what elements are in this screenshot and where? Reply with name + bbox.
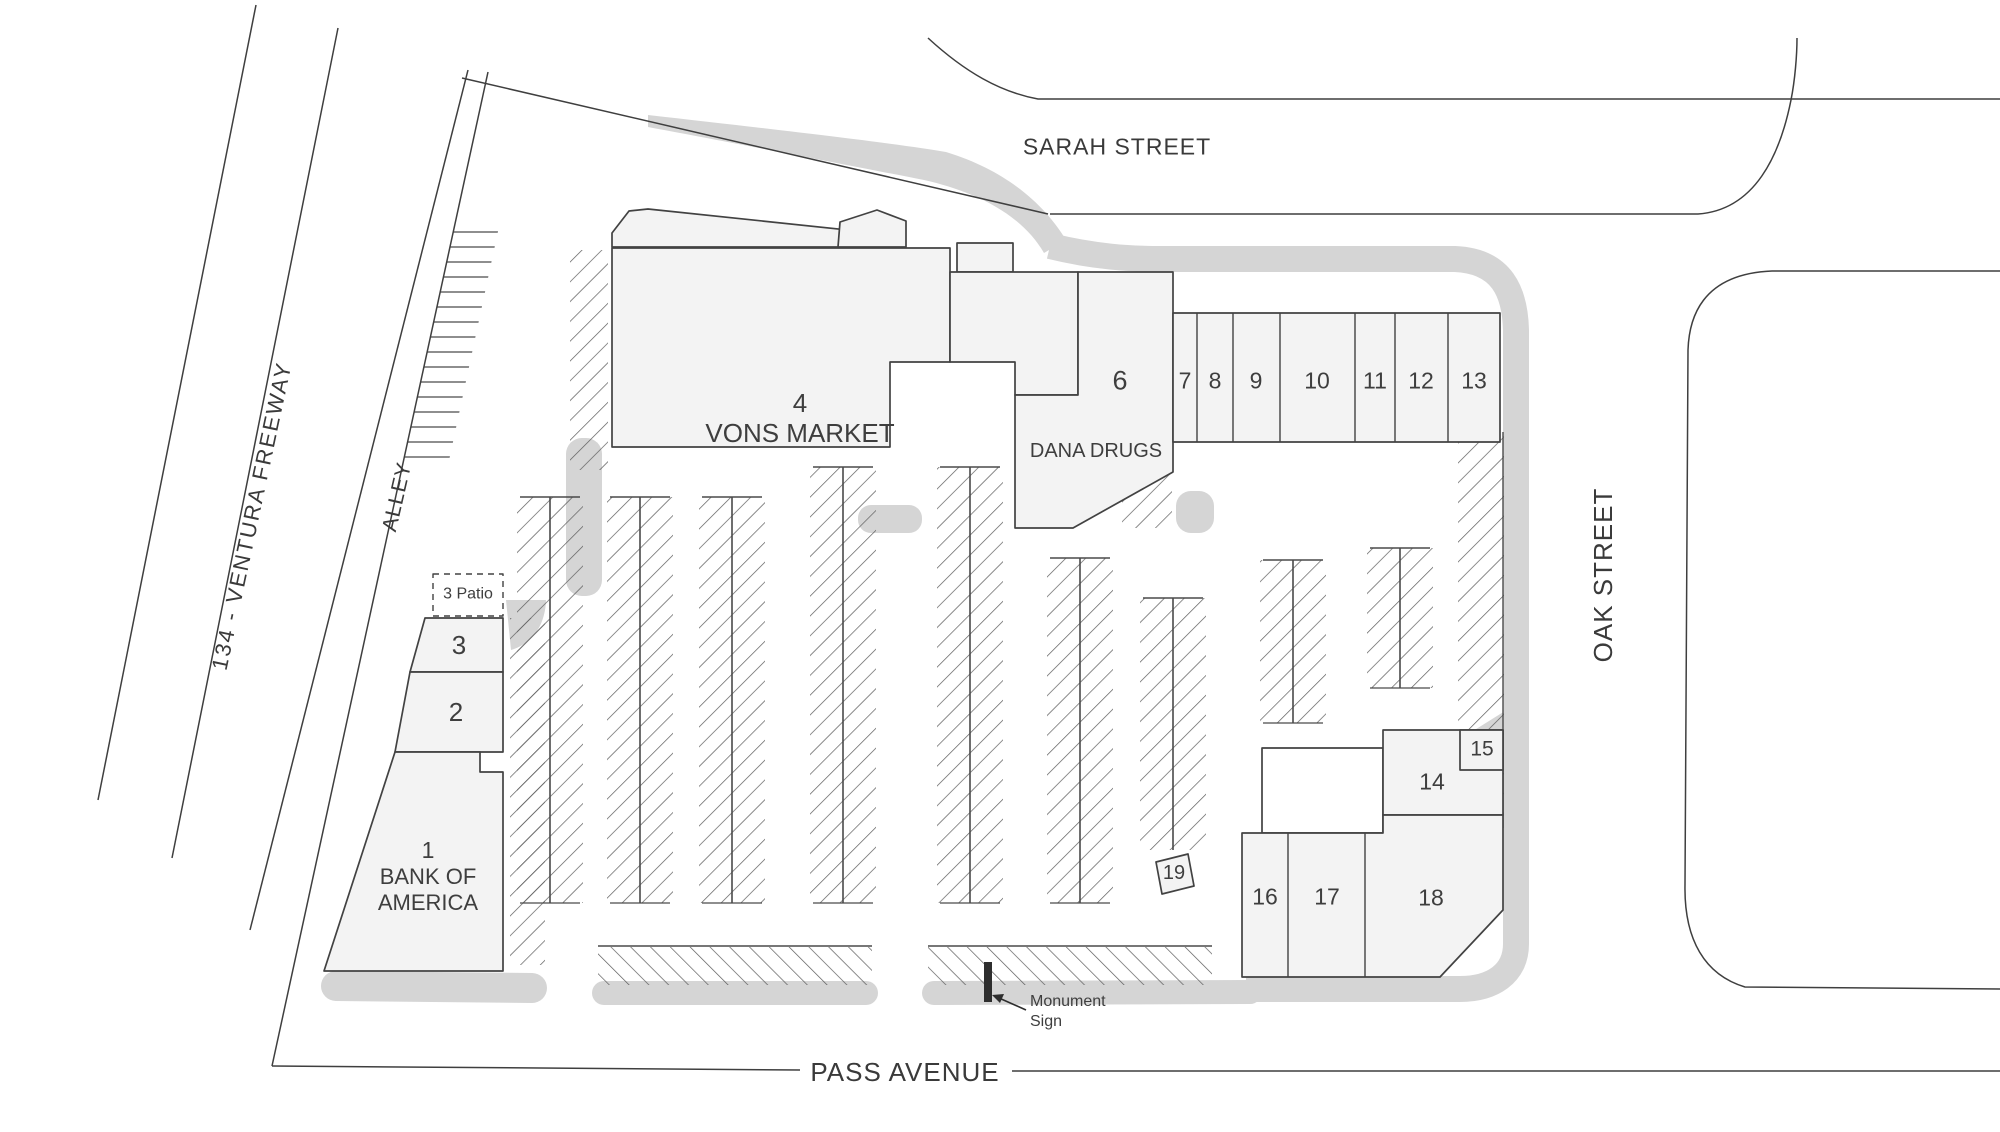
unit9-label: 9 (1249, 367, 1263, 394)
patio-label: 3 Patio (443, 585, 493, 603)
parking-row (937, 466, 1003, 904)
pass-avenue-line-west (271, 1065, 801, 1071)
vons-number: 4 (792, 387, 808, 418)
bank-of-america-label: 1 BANK OF AMERICA (378, 838, 478, 914)
parking-rows (517, 466, 1433, 904)
unit18-label: 18 (1418, 884, 1444, 911)
freeway-line-east (171, 27, 339, 859)
monument-arrow-line (998, 997, 1027, 1011)
bank-name-line2: AMERICA (377, 889, 479, 915)
kiosk19-building (1155, 853, 1195, 895)
parking-row (1140, 597, 1206, 850)
lot-north-boundary (461, 77, 1049, 215)
parking-row (810, 466, 876, 904)
unit8-label: 8 (1208, 367, 1222, 394)
shop-dividers (1196, 313, 1449, 442)
unit3-label: 3 (451, 629, 467, 660)
vons-building (611, 247, 951, 448)
unit13-label: 13 (1461, 367, 1487, 394)
unit15-building (1459, 729, 1504, 771)
oak-street-label: OAK STREET (1587, 487, 1618, 663)
monument-note-line2: Sign (1030, 1013, 1063, 1030)
parking-row (517, 496, 583, 904)
vons-market-label: 4 VONS MARKET (705, 389, 894, 447)
vons-connector (949, 271, 1079, 396)
bank-of-america-building (323, 751, 504, 972)
vons-dock-hatch (570, 250, 608, 470)
unit2-label: 2 (448, 696, 464, 727)
patio-outline (432, 573, 504, 617)
unit2-building (394, 671, 504, 753)
unit10-label: 10 (1304, 367, 1330, 394)
oak-frontage-band (1046, 233, 1529, 1002)
pass-curb-bank (321, 971, 547, 1003)
vons-roof-box (956, 242, 1014, 273)
parking-row (1367, 547, 1433, 689)
pass-avenue-label: PASS AVENUE (810, 1056, 1000, 1087)
alley-line-west (249, 69, 469, 931)
sarah-south-edge (1050, 37, 1798, 215)
buildings (323, 208, 1504, 978)
alley-tick-strip (402, 222, 500, 470)
sarah-shaded-wedge (648, 115, 1066, 253)
bank-number: 1 (421, 836, 435, 863)
pass-walk-hatch-west (598, 947, 872, 985)
vons-parapet-right (837, 209, 907, 248)
monument-sign-note: Monument Sign (1030, 992, 1106, 1032)
parking-row (607, 496, 673, 904)
dana-drugs-building (1014, 271, 1174, 529)
unit17-label: 17 (1314, 883, 1340, 910)
east-unlabeled-building (1261, 747, 1384, 834)
parking-row (699, 496, 765, 904)
monument-note-line1: Monument (1030, 993, 1106, 1010)
unit11-label: 11 (1363, 367, 1387, 394)
vons-name: VONS MARKET (705, 418, 895, 448)
shops-strip-7-13 (1172, 312, 1501, 443)
sarah-street-label: SARAH STREET (1022, 133, 1212, 160)
kiosk19-label: 19 (1162, 862, 1186, 885)
parking-row (1260, 559, 1326, 724)
bank-name-line1: BANK OF (379, 863, 477, 889)
unit6-label: 6 (1112, 365, 1128, 396)
unit15-label: 15 (1470, 737, 1494, 761)
oak-east-block-edge (1684, 270, 2000, 990)
unit16-label: 16 (1252, 883, 1278, 910)
pass-walk-hatch-east (928, 947, 1212, 985)
monument-sign-marker (984, 962, 992, 1002)
dana-drugs-label: DANA DRUGS (1029, 440, 1163, 463)
street-lines (97, 4, 2000, 1072)
annotations-graphics (984, 962, 1027, 1011)
alley-line-east (271, 71, 489, 1067)
units16-18-building (1241, 814, 1504, 978)
unit7-label: 7 (1178, 367, 1192, 394)
sarah-north-edge (927, 37, 2000, 100)
freeway-line-west (97, 4, 257, 801)
monument-arrow-head (992, 994, 1004, 1003)
unit14-label: 14 (1419, 768, 1445, 795)
planter-dana-se (1176, 491, 1214, 533)
unit12-label: 12 (1408, 367, 1434, 394)
parking-row (1047, 557, 1113, 904)
